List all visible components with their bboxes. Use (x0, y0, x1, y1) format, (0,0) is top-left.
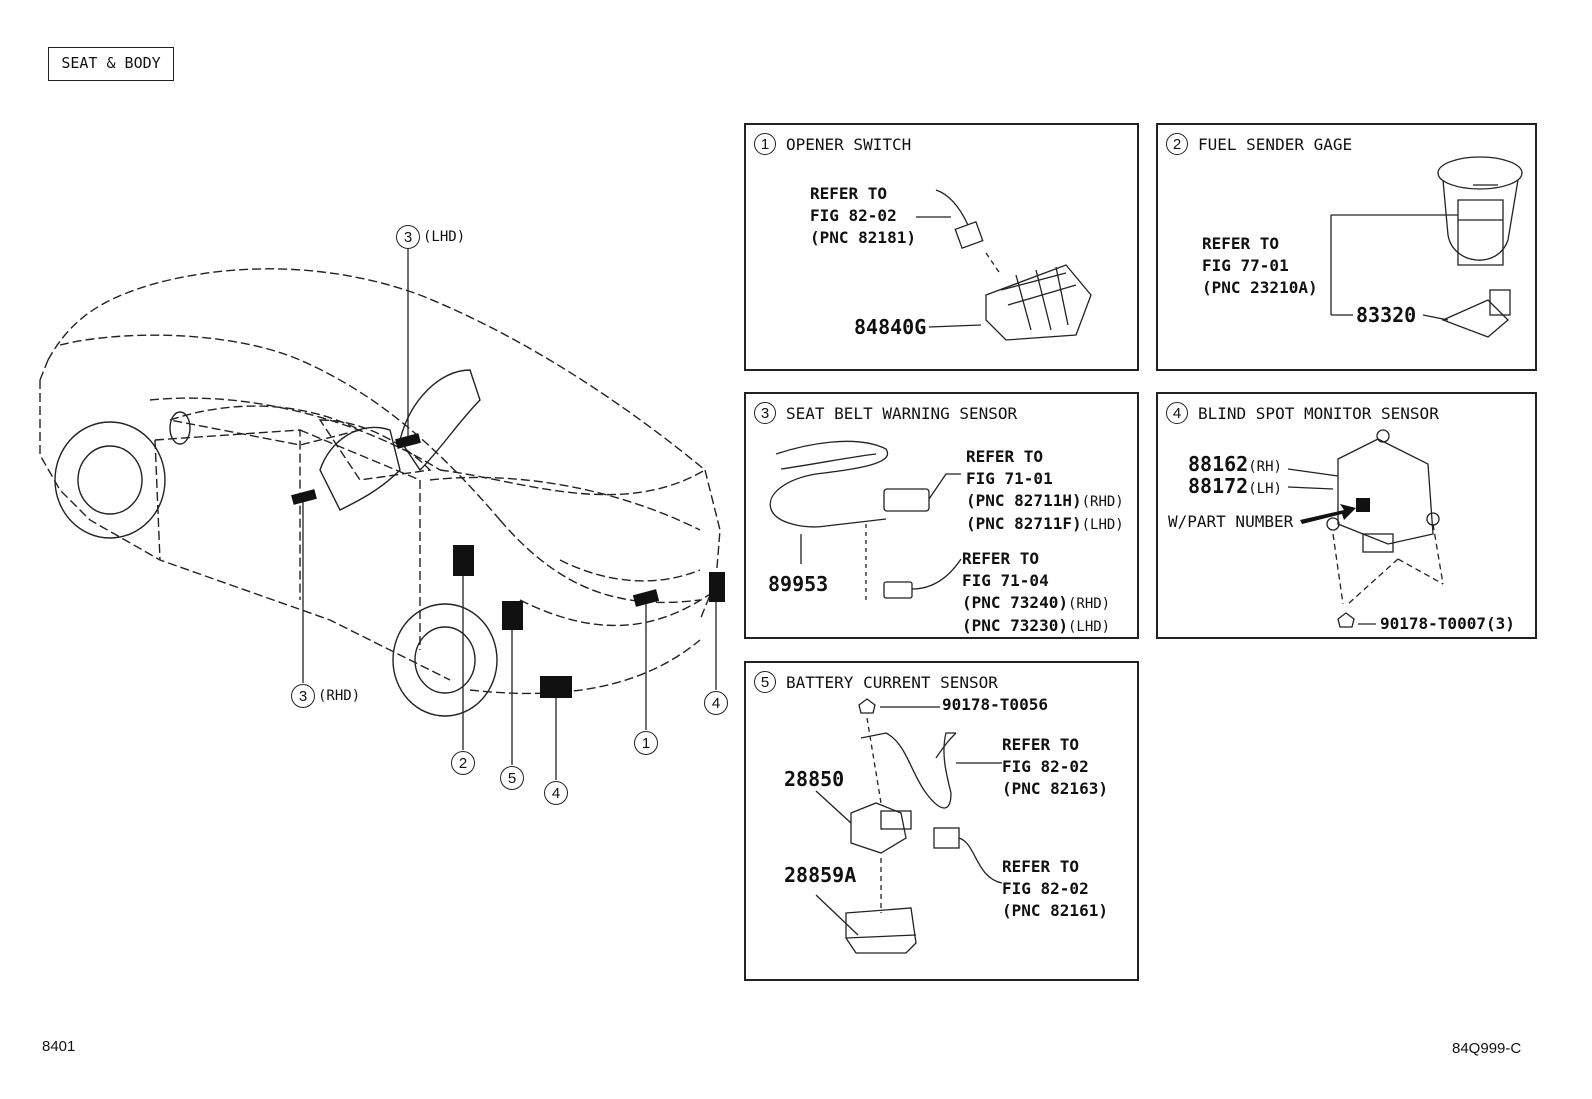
panel-seat-belt-warning-sensor: 3 SEAT BELT WARNING SENSOR REFER TO FIG … (744, 392, 1139, 639)
panel-battery-current-sensor: 5 BATTERY CURRENT SENSOR 90178-T0056 288… (744, 661, 1139, 981)
refer-to-note-1: REFER TO FIG 71-01 (PNC 82711H)(RHD) (PN… (966, 447, 1124, 533)
panel-title: 5 BATTERY CURRENT SENSOR (754, 671, 998, 693)
refer-to-note-2: REFER TO FIG 71-04 (PNC 73240)(RHD) (PNC… (962, 549, 1111, 635)
panel-opener-switch: 1 OPENER SWITCH REFER TO FIG 82-02 (PNC … (744, 123, 1139, 371)
part-number-28859a: 28859A (784, 863, 857, 887)
panel-title: 3 SEAT BELT WARNING SENSOR (754, 402, 1017, 424)
callout-seat-belt-lhd: 3(LHD) (396, 225, 465, 249)
refer-to-note-1: REFER TO FIG 82-02 (PNC 82163) (1002, 735, 1108, 798)
opener-switch-drawing (916, 189, 1092, 341)
with-part-number-note: W/PART NUMBER (1168, 512, 1294, 531)
callout-fuel-sender: 2 (451, 751, 475, 775)
part-number-88162: 88162(RH) (1188, 452, 1282, 476)
part-number-84840g: 84840G (854, 315, 927, 339)
battery-sensor-drawing (815, 698, 1003, 954)
part-number-28850: 28850 (784, 767, 845, 791)
panel-title: 2 FUEL SENDER GAGE (1166, 133, 1352, 155)
page-number: 8401 (42, 1038, 76, 1055)
figure-code: 84Q999-C (1452, 1040, 1522, 1057)
refer-to-note: REFER TO FIG 77-01 (PNC 23210A) (1202, 234, 1318, 297)
callout-blind-spot-left: 4 (544, 781, 568, 805)
fuel-sender-drawing (1330, 156, 1523, 338)
callout-opener-switch: 1 (634, 731, 658, 755)
refer-to-note-2: REFER TO FIG 82-02 (PNC 82161) (1002, 857, 1108, 920)
blind-spot-sensor-drawing (1287, 429, 1444, 628)
part-number-90178-t0056: 90178-T0056 (942, 695, 1048, 714)
callout-blind-spot-right: 4 (704, 691, 728, 715)
panel-title: 4 BLIND SPOT MONITOR SENSOR (1166, 402, 1439, 424)
part-number-88172: 88172(LH) (1188, 474, 1282, 498)
callout-battery-sensor: 5 (500, 766, 524, 790)
part-number-83320: 83320 (1356, 303, 1417, 327)
callout-seat-belt-rhd: 3(RHD) (291, 684, 360, 708)
refer-to-note: REFER TO FIG 82-02 (PNC 82181) (810, 184, 916, 247)
panel-title: 1 OPENER SWITCH (754, 133, 911, 155)
seat-belt-sensor-drawing (769, 440, 962, 604)
vehicle-illustration (39, 248, 725, 780)
section-label: SEAT & BODY (48, 47, 174, 81)
part-number-90178-t0007: 90178-T0007(3) (1380, 614, 1515, 633)
panel-blind-spot-monitor-sensor: 4 BLIND SPOT MONITOR SENSOR 88162(RH) 88… (1156, 392, 1537, 639)
panel-fuel-sender-gage: 2 FUEL SENDER GAGE REFER TO FIG 77-01 (P… (1156, 123, 1537, 371)
part-number-89953: 89953 (768, 572, 829, 596)
